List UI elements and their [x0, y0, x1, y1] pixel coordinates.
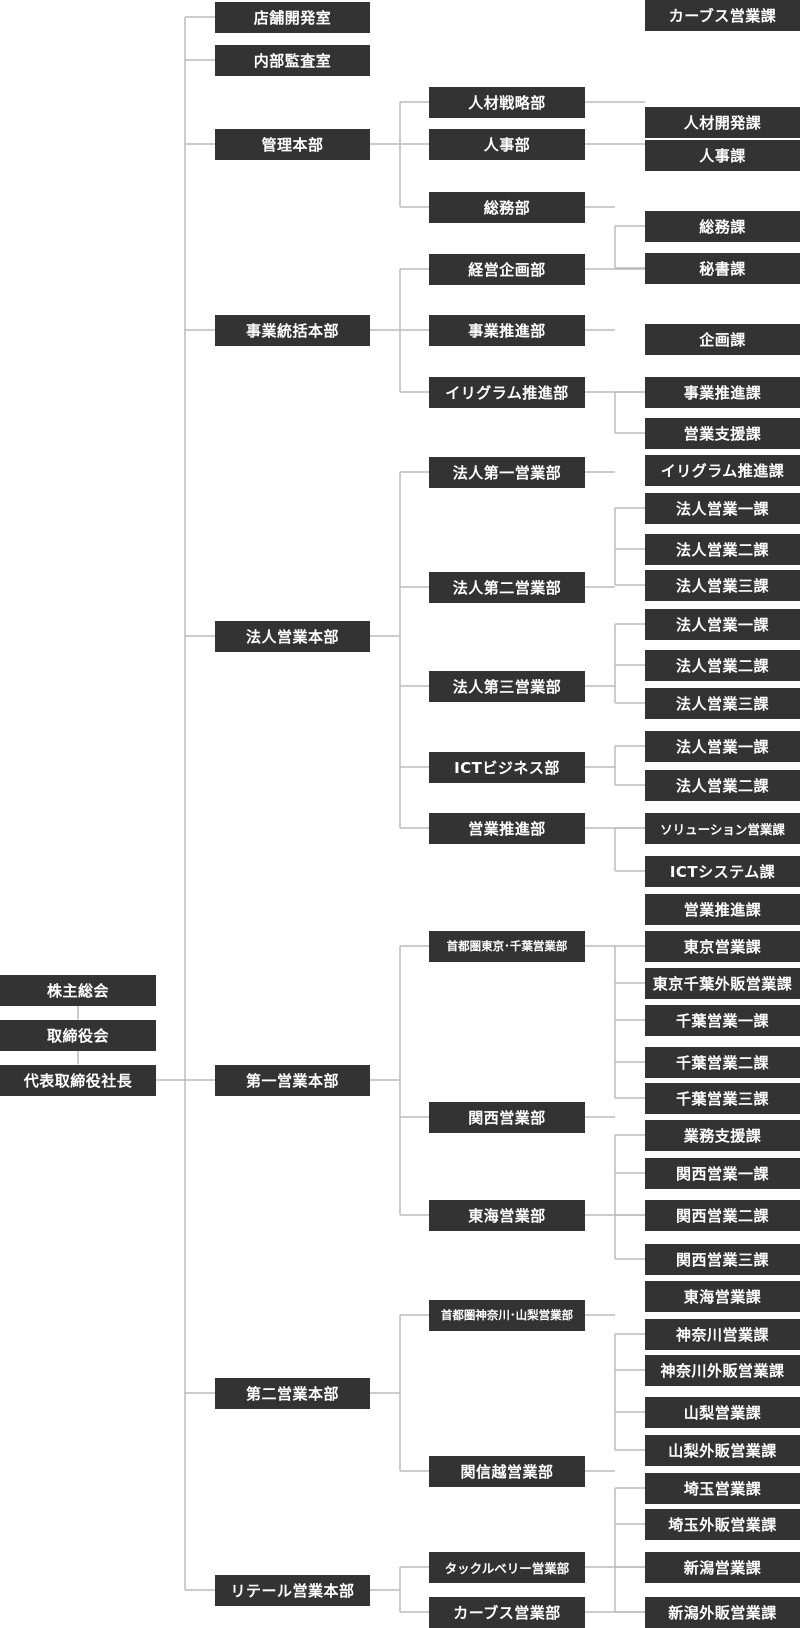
president-box: 代表取締役社長 — [0, 1064, 156, 1096]
section-box: 千葉営業二課 — [645, 1046, 800, 1078]
section-box: 法人営業二課 — [645, 649, 800, 681]
section-box: 秘書課 — [645, 252, 800, 284]
section-box: 営業推進課 — [645, 893, 800, 925]
section-box: 山梨営業課 — [645, 1396, 800, 1428]
unit-box: 第二営業本部 — [215, 1377, 370, 1409]
department-box: 人事部 — [429, 128, 585, 160]
section-box: 埼玉外販営業課 — [645, 1508, 800, 1540]
section-box: 関西営業三課 — [645, 1243, 800, 1275]
section-box: 千葉営業三課 — [645, 1082, 800, 1114]
section-box: 営業支援課 — [645, 417, 800, 449]
department-box: タックルベリー営業部 — [429, 1551, 585, 1583]
department-box: カーブス営業部 — [429, 1596, 585, 1628]
section-box: ICTシステム課 — [645, 855, 800, 887]
section-box: 事業推進課 — [645, 376, 800, 408]
department-box: 法人第二営業部 — [429, 571, 585, 603]
unit-box: 事業統括本部 — [215, 314, 370, 346]
section-box: 東京営業課 — [645, 930, 800, 962]
section-box: 人材開発課 — [645, 106, 800, 138]
section-box: 東京千葉外販営業課 — [645, 967, 800, 999]
section-box: 法人営業一課 — [645, 492, 800, 524]
section-box: 新潟外販営業課 — [645, 1596, 800, 1628]
department-box: ICTビジネス部 — [429, 751, 585, 783]
department-box: 人材戦略部 — [429, 86, 585, 118]
unit-box: 法人営業本部 — [215, 620, 370, 652]
section-box: 新潟営業課 — [645, 1551, 800, 1583]
section-box: 法人営業一課 — [645, 608, 800, 640]
department-box: 法人第三営業部 — [429, 670, 585, 702]
department-box: 東海営業部 — [429, 1199, 585, 1231]
section-box: カーブス営業課 — [645, 0, 800, 31]
department-box: 関信越営業部 — [429, 1455, 585, 1487]
board-of-directors-box: 取締役会 — [0, 1019, 156, 1051]
section-box: イリグラム推進課 — [645, 454, 800, 486]
section-box: 総務課 — [645, 210, 800, 242]
unit-box: 管理本部 — [215, 128, 370, 160]
section-box: 山梨外販営業課 — [645, 1434, 800, 1466]
section-box: 関西営業一課 — [645, 1157, 800, 1189]
department-box: 経営企画部 — [429, 253, 585, 285]
unit-box: 内部監査室 — [215, 44, 370, 76]
section-box: 法人営業二課 — [645, 533, 800, 565]
department-box: 首都圏神奈川･山梨営業部 — [429, 1299, 585, 1331]
department-box: イリグラム推進部 — [429, 376, 585, 408]
section-box: 人事課 — [645, 139, 800, 171]
section-box: ソリューション営業課 — [645, 812, 800, 844]
shareholders-meeting-box: 株主総会 — [0, 974, 156, 1006]
department-box: 営業推進部 — [429, 812, 585, 844]
section-box: 千葉営業一課 — [645, 1004, 800, 1036]
department-box: 首都圏東京･千葉営業部 — [429, 930, 585, 962]
department-box: 総務部 — [429, 191, 585, 223]
section-box: 埼玉営業課 — [645, 1472, 800, 1504]
department-box: 関西営業部 — [429, 1101, 585, 1133]
unit-box: 第一営業本部 — [215, 1064, 370, 1096]
unit-box: 店舗開発室 — [215, 1, 370, 33]
department-box: 法人第一営業部 — [429, 456, 585, 488]
section-box: 企画課 — [645, 323, 800, 355]
section-box: 法人営業二課 — [645, 769, 800, 801]
section-box: 神奈川外販営業課 — [645, 1354, 800, 1386]
section-box: 神奈川営業課 — [645, 1318, 800, 1350]
section-box: 法人営業三課 — [645, 687, 800, 719]
section-box: 業務支援課 — [645, 1119, 800, 1151]
section-box: 東海営業課 — [645, 1280, 800, 1312]
department-box: 事業推進部 — [429, 314, 585, 346]
section-box: 法人営業一課 — [645, 730, 800, 762]
unit-box: リテール営業本部 — [215, 1574, 370, 1606]
section-box: 法人営業三課 — [645, 569, 800, 601]
section-box: 関西営業二課 — [645, 1199, 800, 1231]
